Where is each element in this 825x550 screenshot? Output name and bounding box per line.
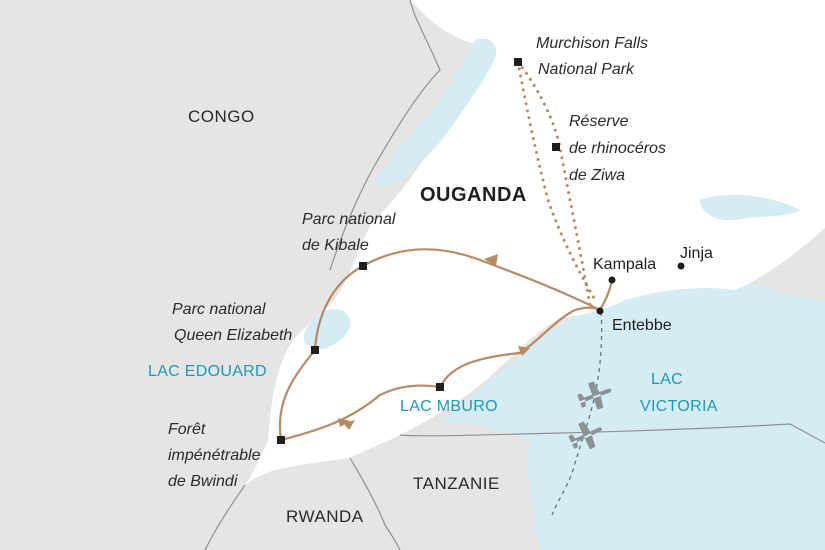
stop-marker-ziwa	[552, 143, 560, 151]
label-queen-elizabeth-1: Parc national	[172, 301, 266, 318]
route-queen-elizabeth-bwindi	[278, 348, 317, 442]
label-ziwa-3: de Ziwa	[569, 167, 625, 184]
label-lac-edouard: LAC EDOUARD	[148, 363, 267, 380]
label-kibale-1: Parc national	[302, 211, 396, 228]
direction-arrow-1	[484, 254, 498, 266]
label-jinja: Jinja	[680, 245, 713, 262]
route-bwindi-mburo	[279, 384, 442, 442]
label-rwanda: RWANDA	[286, 507, 364, 526]
city-marker-kampala	[608, 276, 616, 284]
border-rwanda	[204, 484, 246, 550]
label-congo: CONGO	[188, 107, 255, 126]
lake-kyoga	[700, 194, 800, 221]
route-dotted-murchison	[516, 60, 596, 300]
label-entebbe: Entebbe	[612, 317, 672, 334]
label-uganda: OUGANDA	[420, 184, 527, 206]
label-murchison-2: National Park	[538, 61, 635, 78]
route-kibale-queen-elizabeth	[313, 264, 365, 352]
direction-arrow-4	[343, 420, 355, 430]
label-murchison-1: Murchison Falls	[536, 35, 648, 52]
stop-marker-murchison	[514, 58, 522, 66]
flight-path	[551, 311, 603, 516]
uganda-land	[245, 0, 825, 485]
direction-arrow-3	[518, 346, 530, 356]
lake-albert	[376, 38, 497, 187]
label-kampala: Kampala	[593, 256, 656, 273]
label-bwindi-2: impénétrable	[168, 447, 261, 464]
label-kibale-2: de Kibale	[302, 237, 369, 254]
stop-marker-kibale	[359, 262, 367, 270]
stop-marker-mburo	[436, 383, 444, 391]
city-marker-entebbe	[596, 307, 604, 315]
label-lac-victoria-2: VICTORIA	[640, 398, 718, 415]
city-marker-jinja	[677, 262, 685, 270]
label-bwindi-1: Forêt	[168, 421, 206, 438]
label-bwindi-3: de Bwindi	[168, 473, 238, 490]
airplane-icon	[577, 381, 612, 410]
label-lac-victoria-1: LAC	[651, 371, 683, 388]
label-lac-mburo: LAC MBURO	[400, 398, 498, 415]
border-rwanda-tanzania	[349, 457, 401, 550]
label-queen-elizabeth-2: Queen Elizabeth	[174, 327, 292, 344]
label-tanzania: TANZANIE	[413, 474, 500, 493]
stop-marker-bwindi	[277, 436, 285, 444]
stop-marker-queen-elizabeth	[311, 346, 319, 354]
route-mburo-entebbe	[438, 306, 602, 389]
direction-arrow-2	[338, 418, 350, 427]
route-entebbe-kibale	[361, 248, 602, 312]
label-ziwa-2: de rhinocéros	[569, 140, 666, 157]
lake-victoria-water	[440, 281, 825, 550]
border-congo-west	[329, 0, 441, 271]
label-ziwa-1: Réserve	[569, 113, 629, 130]
border-uganda-tanzania	[399, 423, 825, 444]
airplane-icon	[568, 421, 603, 450]
